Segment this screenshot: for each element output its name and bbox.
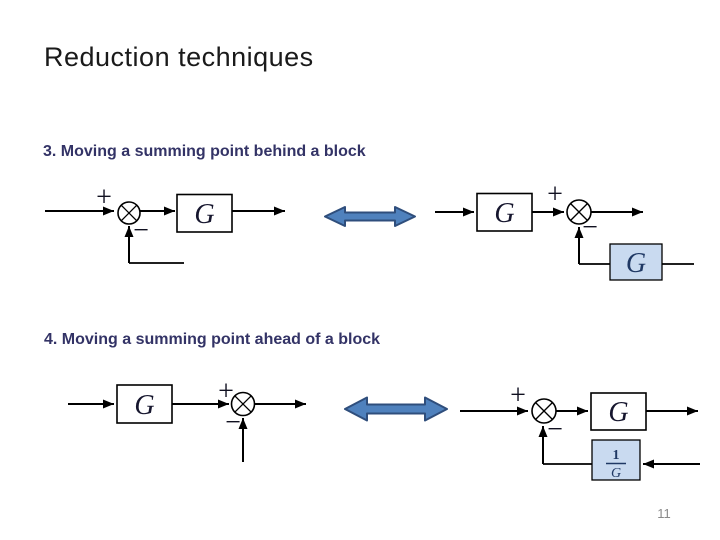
summing-cross-icon	[535, 402, 553, 420]
plus-sign-label: +	[96, 182, 112, 213]
diagram-summing-before-block: + G −	[45, 182, 285, 264]
summing-cross-icon	[234, 395, 252, 413]
gain-block	[476, 192, 533, 232]
gain-block	[590, 392, 647, 431]
diagram-summing-after-block: G + −	[68, 376, 306, 462]
equivalence-double-arrow-icon	[324, 206, 416, 227]
summing-cross-icon	[570, 203, 588, 221]
gain-block-label: G	[194, 199, 214, 230]
plus-sign-label: +	[510, 380, 526, 411]
equivalence-double-arrow-icon	[344, 396, 448, 422]
plus-sign-label: +	[547, 179, 563, 210]
page-number: 11	[657, 506, 671, 521]
gain-block-label: G	[608, 397, 628, 428]
minus-sign-label: −	[547, 414, 563, 445]
gain-block-label: G	[494, 198, 514, 229]
section-3-heading: 3. Moving a summing point behind a block	[43, 143, 366, 160]
feedback-gain-block	[609, 243, 663, 281]
inverse-gain-numerator-label: 1	[613, 448, 620, 463]
gain-block-label: G	[134, 390, 154, 421]
minus-sign-label: −	[582, 212, 598, 243]
inverse-gain-block	[591, 439, 641, 481]
minus-sign-label: −	[225, 407, 241, 438]
plus-sign-label: +	[218, 376, 234, 407]
section-4-heading: 4. Moving a summing point ahead of a blo…	[44, 331, 381, 348]
inverse-gain-denominator-label: G	[611, 466, 621, 481]
minus-sign-label: −	[133, 215, 149, 246]
diagram-summing-moved-behind-block: G + − G	[435, 179, 694, 281]
slide-title: Reduction techniques	[44, 42, 314, 72]
feedback-gain-block-label: G	[626, 248, 646, 279]
summing-cross-icon	[120, 204, 138, 222]
gain-block	[176, 193, 233, 233]
diagram-summing-moved-ahead-of-block: + G − 1 G	[460, 380, 700, 481]
